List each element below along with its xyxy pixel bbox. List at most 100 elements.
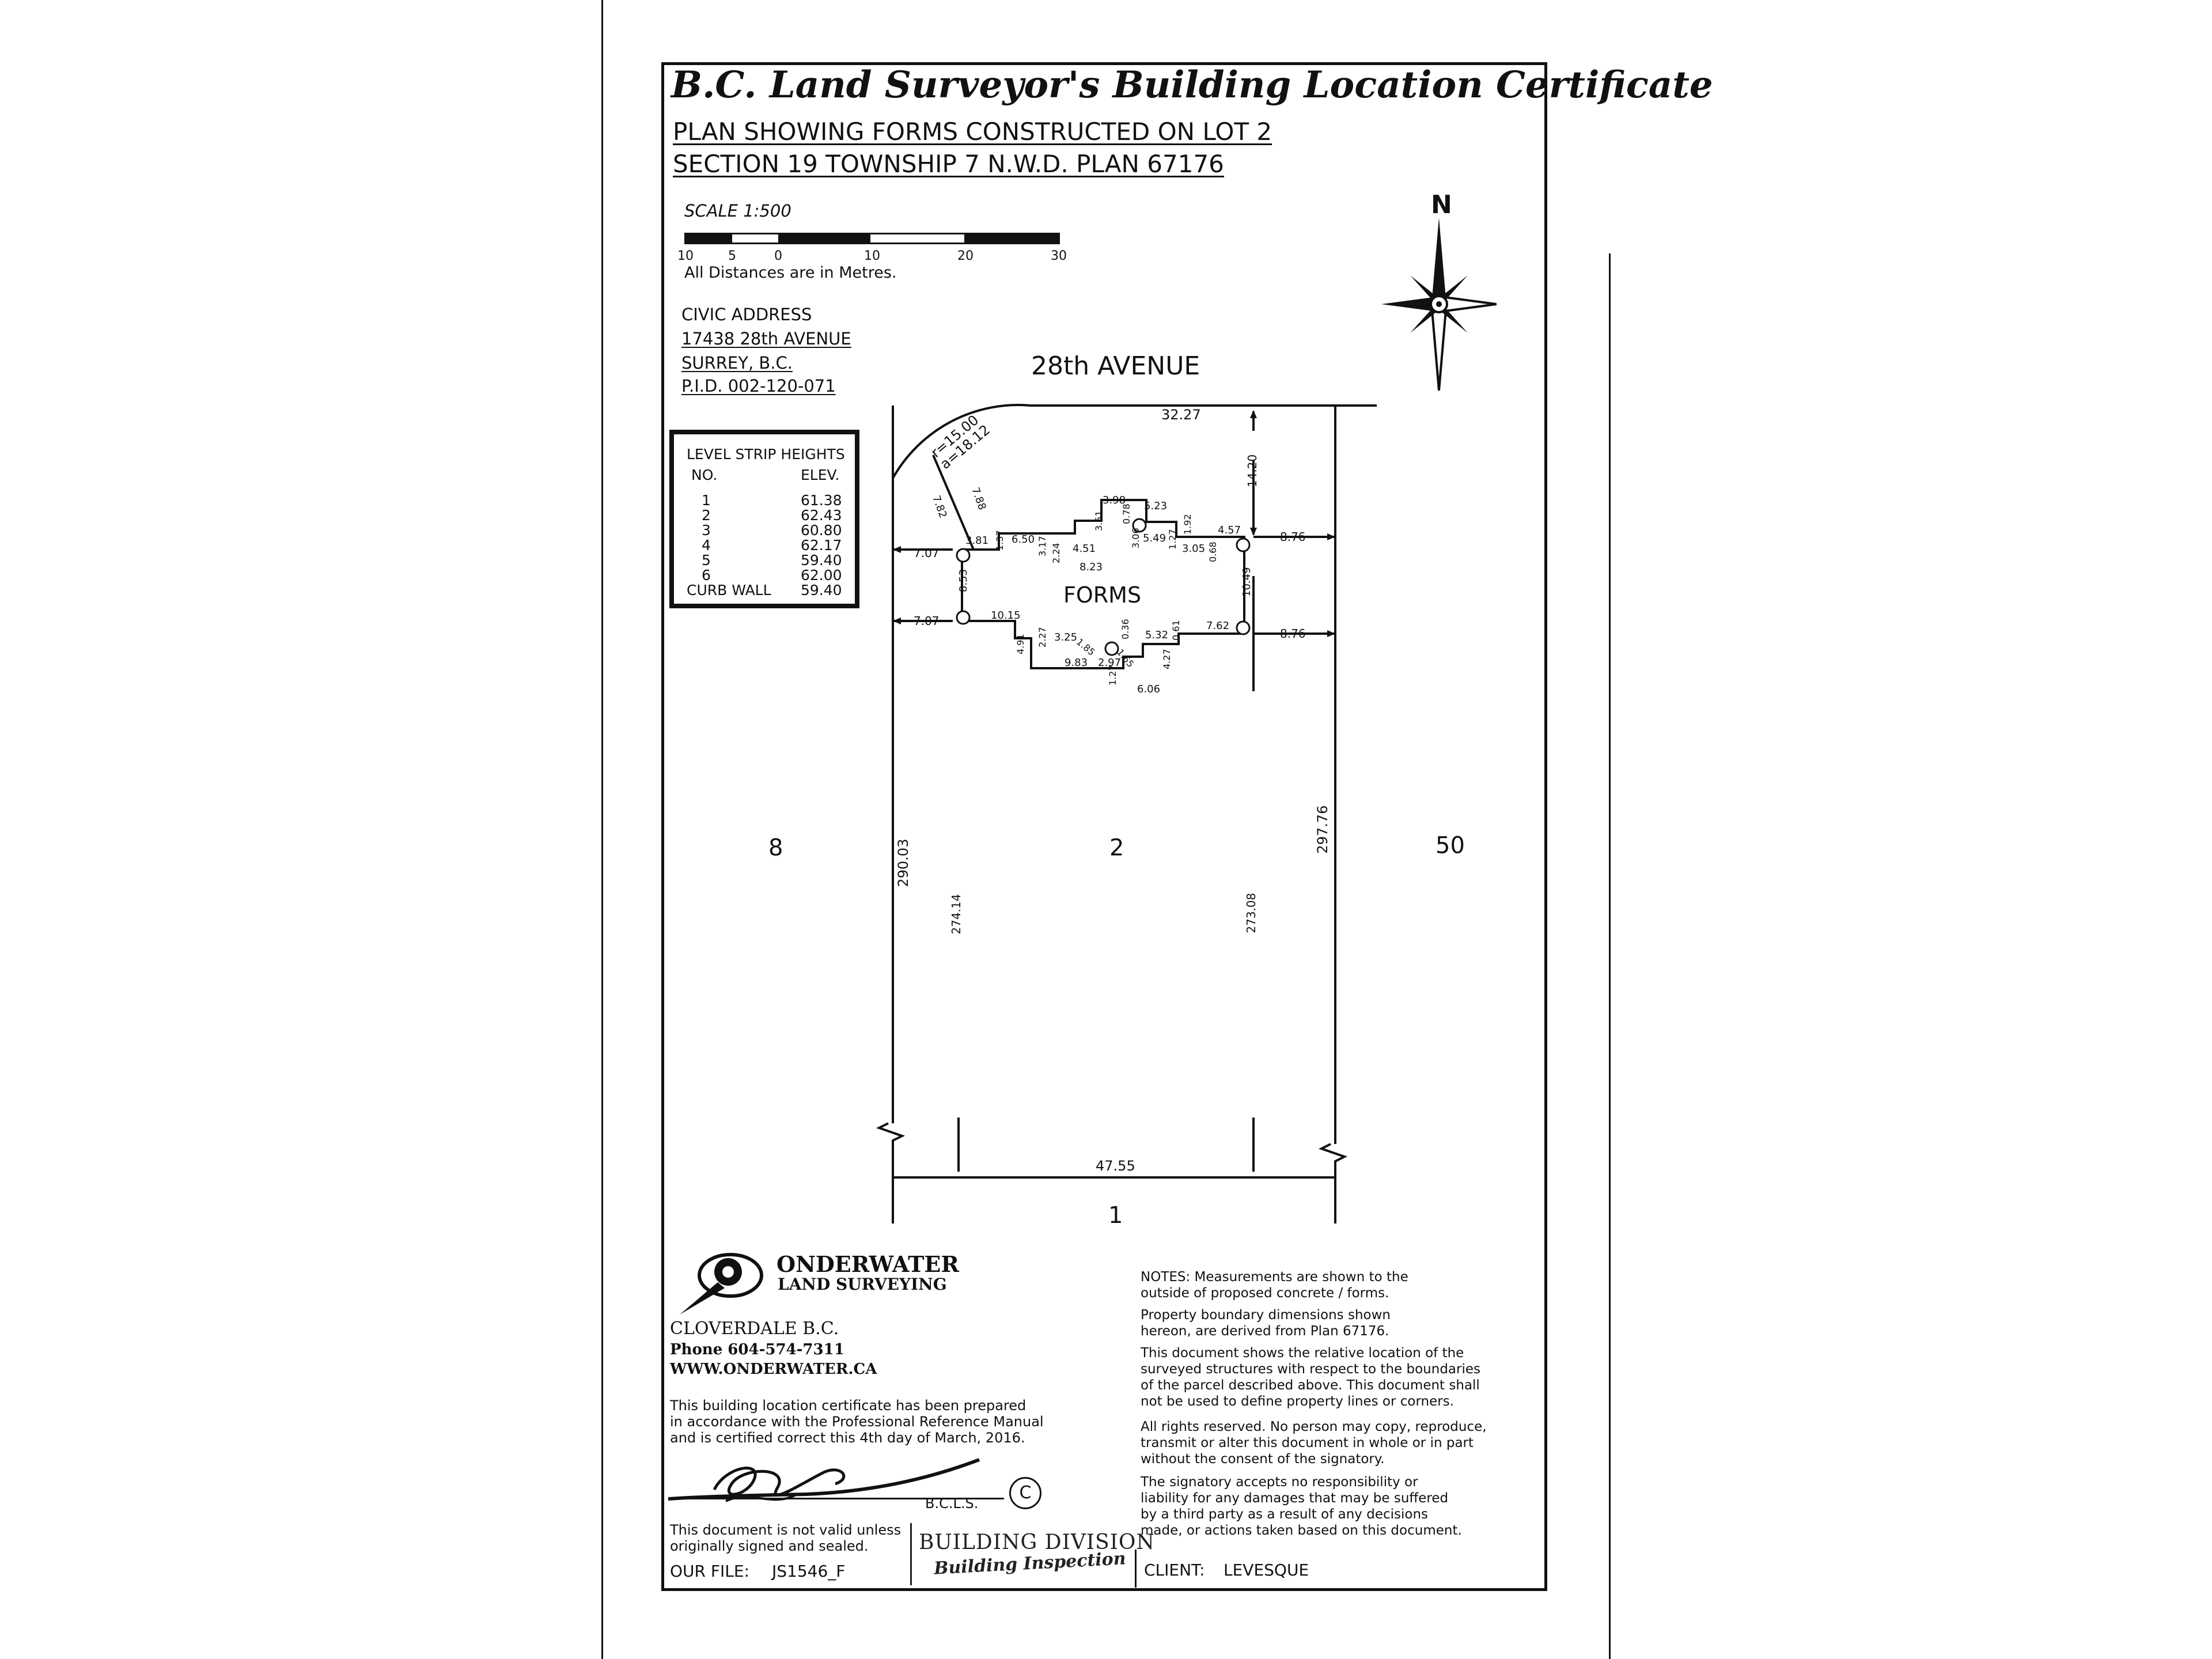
- note-text: not be used to define property lines or …: [1141, 1394, 1454, 1409]
- copyright-symbol: C: [1019, 1483, 1032, 1503]
- note-text: without the consent of the signatory.: [1141, 1452, 1385, 1467]
- dim-form: 2.27: [1037, 627, 1048, 647]
- certificate-frame: [661, 62, 1547, 1591]
- lot-number-south: 1: [1108, 1202, 1123, 1229]
- forms-label: FORMS: [1063, 582, 1142, 608]
- north-arrow-icon: [1381, 218, 1497, 391]
- dim-form: 10.15: [991, 609, 1021, 622]
- company-phone: Phone 604-574-7311: [670, 1341, 844, 1358]
- company-subname: LAND SURVEYING: [778, 1275, 947, 1294]
- dim-form: 3.17: [1037, 536, 1048, 556]
- scale-tick-3: 0: [774, 249, 782, 263]
- surveyor-signature: [668, 1458, 980, 1502]
- dim-form: 3.25: [1054, 631, 1078, 643]
- note-text: by a third party as a result of any deci…: [1141, 1507, 1429, 1522]
- dim-form: 2.24: [1051, 543, 1062, 563]
- scan-edge-left: [601, 0, 603, 1659]
- scale-tick-6: 30: [1051, 249, 1067, 263]
- dim-depth-right: 10.49: [1241, 567, 1253, 597]
- client-name: LEVESQUE: [1224, 1560, 1309, 1580]
- dim-form: 5.49: [1143, 532, 1166, 544]
- scale-tick-5: 20: [957, 249, 974, 263]
- note-text: This document shows the relative locatio…: [1141, 1346, 1464, 1361]
- dim-form: 3.06: [1130, 528, 1141, 548]
- validity-text-1: This document is not valid unless: [670, 1522, 902, 1538]
- street-name: 28th AVENUE: [1031, 351, 1200, 381]
- note-text: NOTES: Measurements are shown to the: [1141, 1270, 1408, 1285]
- dim-form: 8.23: [1080, 561, 1103, 573]
- dim-east-inner: 273.08: [1244, 893, 1258, 933]
- note-text: transmit or alter this document in whole…: [1141, 1435, 1474, 1450]
- file-number: JS1546_F: [772, 1562, 846, 1581]
- scale-tick-4: 10: [864, 249, 880, 263]
- note-text: Property boundary dimensions shown: [1141, 1308, 1391, 1323]
- dim-form: 3.81: [965, 535, 989, 547]
- plan-subtitle-2: SECTION 19 TOWNSHIP 7 N.W.D. PLAN 67176: [673, 150, 1224, 178]
- dim-form: 1.27: [1107, 665, 1118, 685]
- stamp-line-2: Building Inspection: [933, 1548, 1127, 1579]
- scale-tick-1: 10: [677, 249, 694, 263]
- file-label: OUR FILE:: [670, 1562, 749, 1581]
- dim-east-offset-top: 8.76: [1280, 530, 1306, 544]
- dim-form: 1.37: [994, 530, 1005, 551]
- dim-west-offset-top: 7.07: [914, 546, 940, 560]
- stamp-line-1: BUILDING DIVISION: [919, 1531, 1155, 1554]
- dim-form: 3.05: [1182, 543, 1206, 555]
- dim-form: 0.36: [1120, 619, 1131, 639]
- note-text: outside of proposed concrete / forms.: [1141, 1286, 1389, 1301]
- civic-address-heading: CIVIC ADDRESS: [681, 305, 812, 324]
- dim-form: 4.57: [1218, 524, 1241, 536]
- note-text: All rights reserved. No person may copy,…: [1141, 1419, 1487, 1434]
- certification-text-2: in accordance with the Professional Refe…: [670, 1414, 1044, 1430]
- onderwater-logo-icon: [680, 1253, 763, 1315]
- dim-form: 1.27: [1167, 529, 1178, 550]
- building-division-stamp: BUILDING DIVISION Building Inspection: [910, 1523, 1154, 1585]
- dim-west-offset-bottom: 7.07: [914, 614, 940, 628]
- dim-east-offset-bottom: 8.76: [1280, 627, 1306, 641]
- company-city: CLOVERDALE B.C.: [670, 1319, 839, 1339]
- plan-subtitle-1: PLAN SHOWING FORMS CONSTRUCTED ON LOT 2: [673, 118, 1272, 146]
- certification-text-1: This building location certificate has b…: [670, 1397, 1027, 1414]
- dim-west-side: 290.03: [895, 839, 911, 887]
- dim-form: 0.78: [1121, 503, 1132, 524]
- civic-address-city: SURREY, B.C.: [681, 353, 793, 373]
- civic-address-pid: P.I.D. 002-120-071: [681, 376, 836, 396]
- scan-edge-right: [1609, 253, 1611, 1659]
- signature-line: [670, 1498, 1004, 1499]
- dim-front-setback: 14.20: [1245, 454, 1259, 487]
- copyright-seal: C: [1009, 1477, 1041, 1509]
- dim-form: 6.06: [1137, 683, 1161, 695]
- dim-form: 4.91: [1015, 634, 1026, 654]
- dim-form: 4.51: [1073, 543, 1096, 555]
- company-name: ONDERWATER: [777, 1251, 959, 1277]
- note-text: surveyed structures with respect to the …: [1141, 1362, 1480, 1377]
- civic-address-street: 17438 28th AVENUE: [681, 329, 851, 349]
- note-text: of the parcel described above. This docu…: [1141, 1378, 1480, 1393]
- dim-form: 2.97: [1098, 657, 1122, 669]
- dim-form: 0.61: [1171, 620, 1181, 641]
- validity-text-2: originally signed and sealed.: [670, 1538, 869, 1554]
- note-text: liability for any damages that may be su…: [1141, 1491, 1449, 1506]
- dim-form: 4.27: [1161, 649, 1172, 669]
- lot-number-subject: 2: [1109, 835, 1124, 861]
- dim-form: 1.92: [1182, 514, 1193, 535]
- note-text: made, or actions taken based on this doc…: [1141, 1523, 1462, 1538]
- lot-number-east: 50: [1435, 832, 1465, 859]
- client-label: CLIENT:: [1144, 1560, 1205, 1580]
- certification-text-3: and is certified correct this 4th day of…: [670, 1430, 1025, 1446]
- scale-tick-2: 5: [728, 249, 736, 263]
- dim-west-inner: 274.14: [949, 894, 963, 934]
- dim-form: 7.62: [1206, 620, 1230, 632]
- dim-form: 6.50: [1012, 533, 1035, 546]
- company-website: WWW.ONDERWATER.CA: [670, 1361, 877, 1378]
- north-label: N: [1431, 190, 1452, 219]
- dim-form: 0.68: [1207, 541, 1218, 562]
- dim-form: 5.23: [1144, 500, 1168, 512]
- dim-depth-left: 8.53: [957, 569, 969, 592]
- dim-form: 3.98: [1103, 494, 1126, 506]
- note-text: hereon, are derived from Plan 67176.: [1141, 1324, 1389, 1339]
- dim-form: 5.32: [1145, 629, 1169, 641]
